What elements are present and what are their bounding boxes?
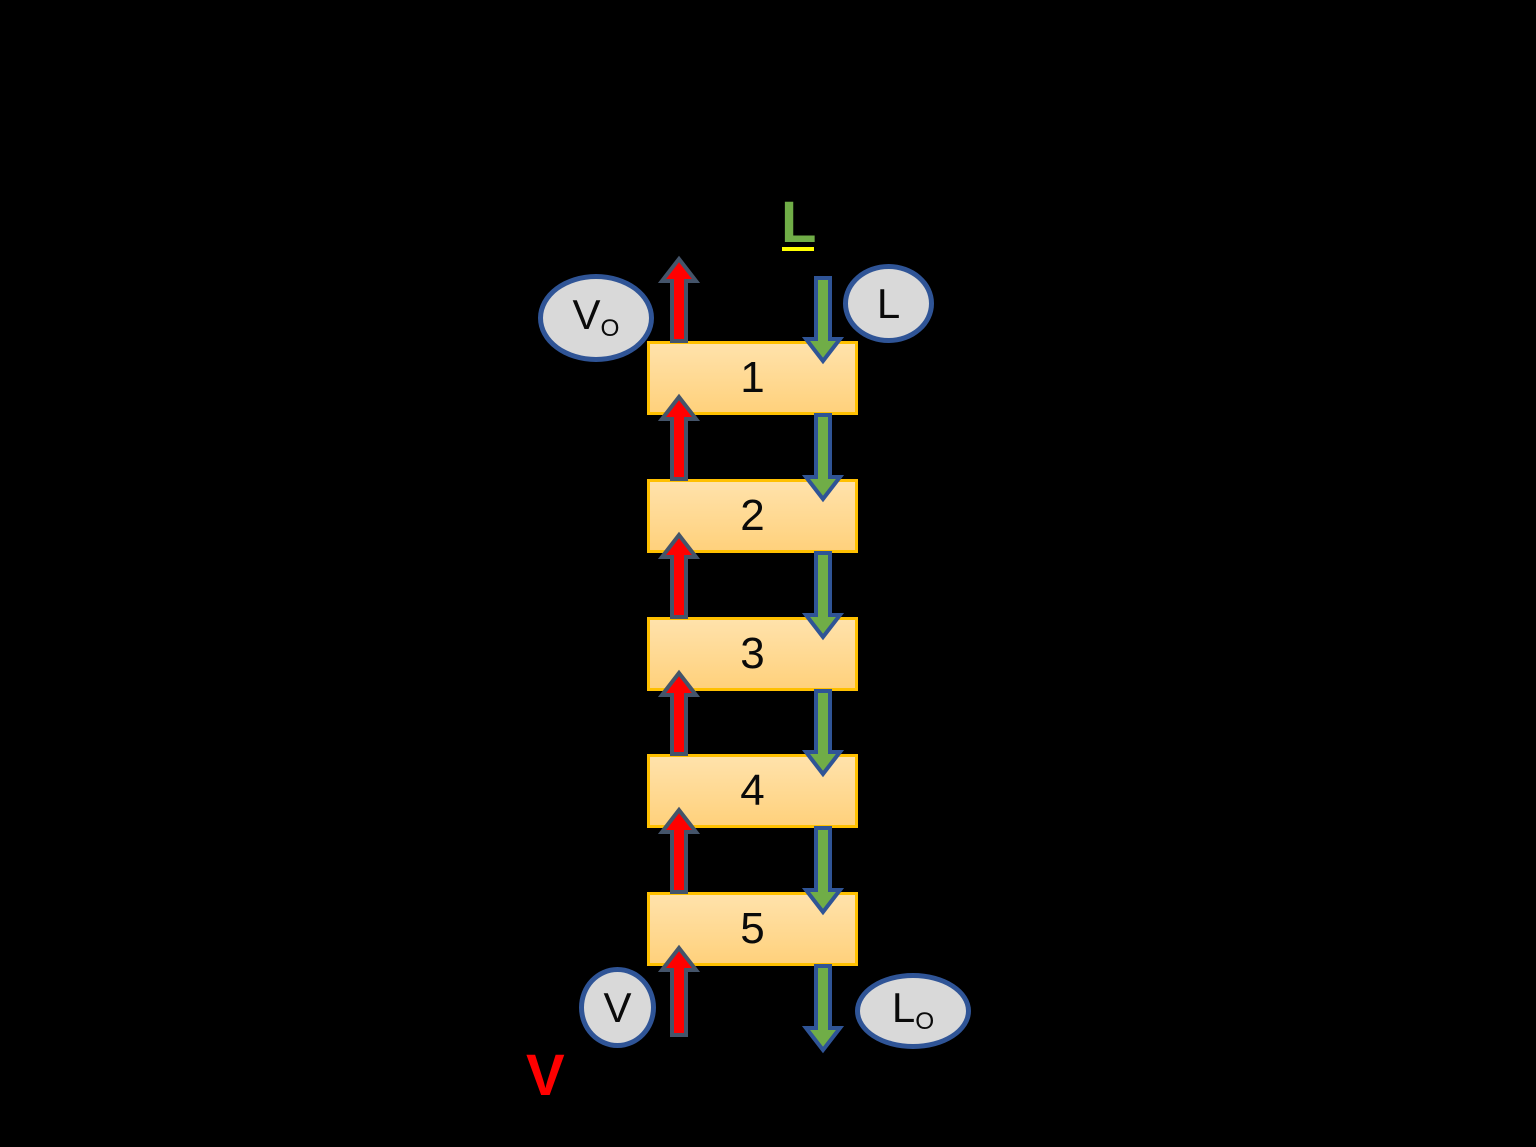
vapor-up-arrow-icon — [657, 944, 701, 1037]
vapor-out-node: VO — [538, 274, 654, 362]
liquid-out-label: LO — [891, 984, 935, 1036]
liquid-label-underline — [782, 247, 814, 251]
liquid-out-node: LO — [855, 973, 971, 1049]
vapor-in-node: V — [579, 967, 656, 1048]
vapor-in-label: V — [603, 983, 632, 1031]
stage-box-2: 2 — [647, 479, 858, 553]
stage-number: 4 — [740, 766, 765, 815]
vapor-feed-label: V — [526, 1043, 565, 1108]
vapor-up-arrow-icon — [657, 806, 701, 894]
liquid-down-arrow-icon — [801, 826, 845, 916]
vapor-up-arrow-icon — [657, 531, 701, 619]
vapor-up-arrow-icon — [657, 255, 701, 343]
liquid-down-arrow-icon — [801, 276, 845, 365]
liquid-down-arrow-icon — [801, 964, 845, 1054]
liquid-in-label: L — [876, 279, 901, 327]
liquid-down-arrow-icon — [801, 551, 845, 641]
stage-number: 1 — [740, 353, 765, 402]
liquid-feed-label: L — [781, 190, 817, 255]
liquid-in-node: L — [843, 264, 934, 343]
vapor-up-arrow-icon — [657, 393, 701, 481]
vapor-up-arrow-icon — [657, 669, 701, 756]
stage-number: 5 — [740, 904, 765, 953]
liquid-down-arrow-icon — [801, 689, 845, 778]
liquid-down-arrow-icon — [801, 413, 845, 503]
stage-number: 2 — [740, 491, 765, 540]
stage-number: 3 — [740, 629, 765, 678]
vapor-out-label: VO — [572, 291, 620, 343]
